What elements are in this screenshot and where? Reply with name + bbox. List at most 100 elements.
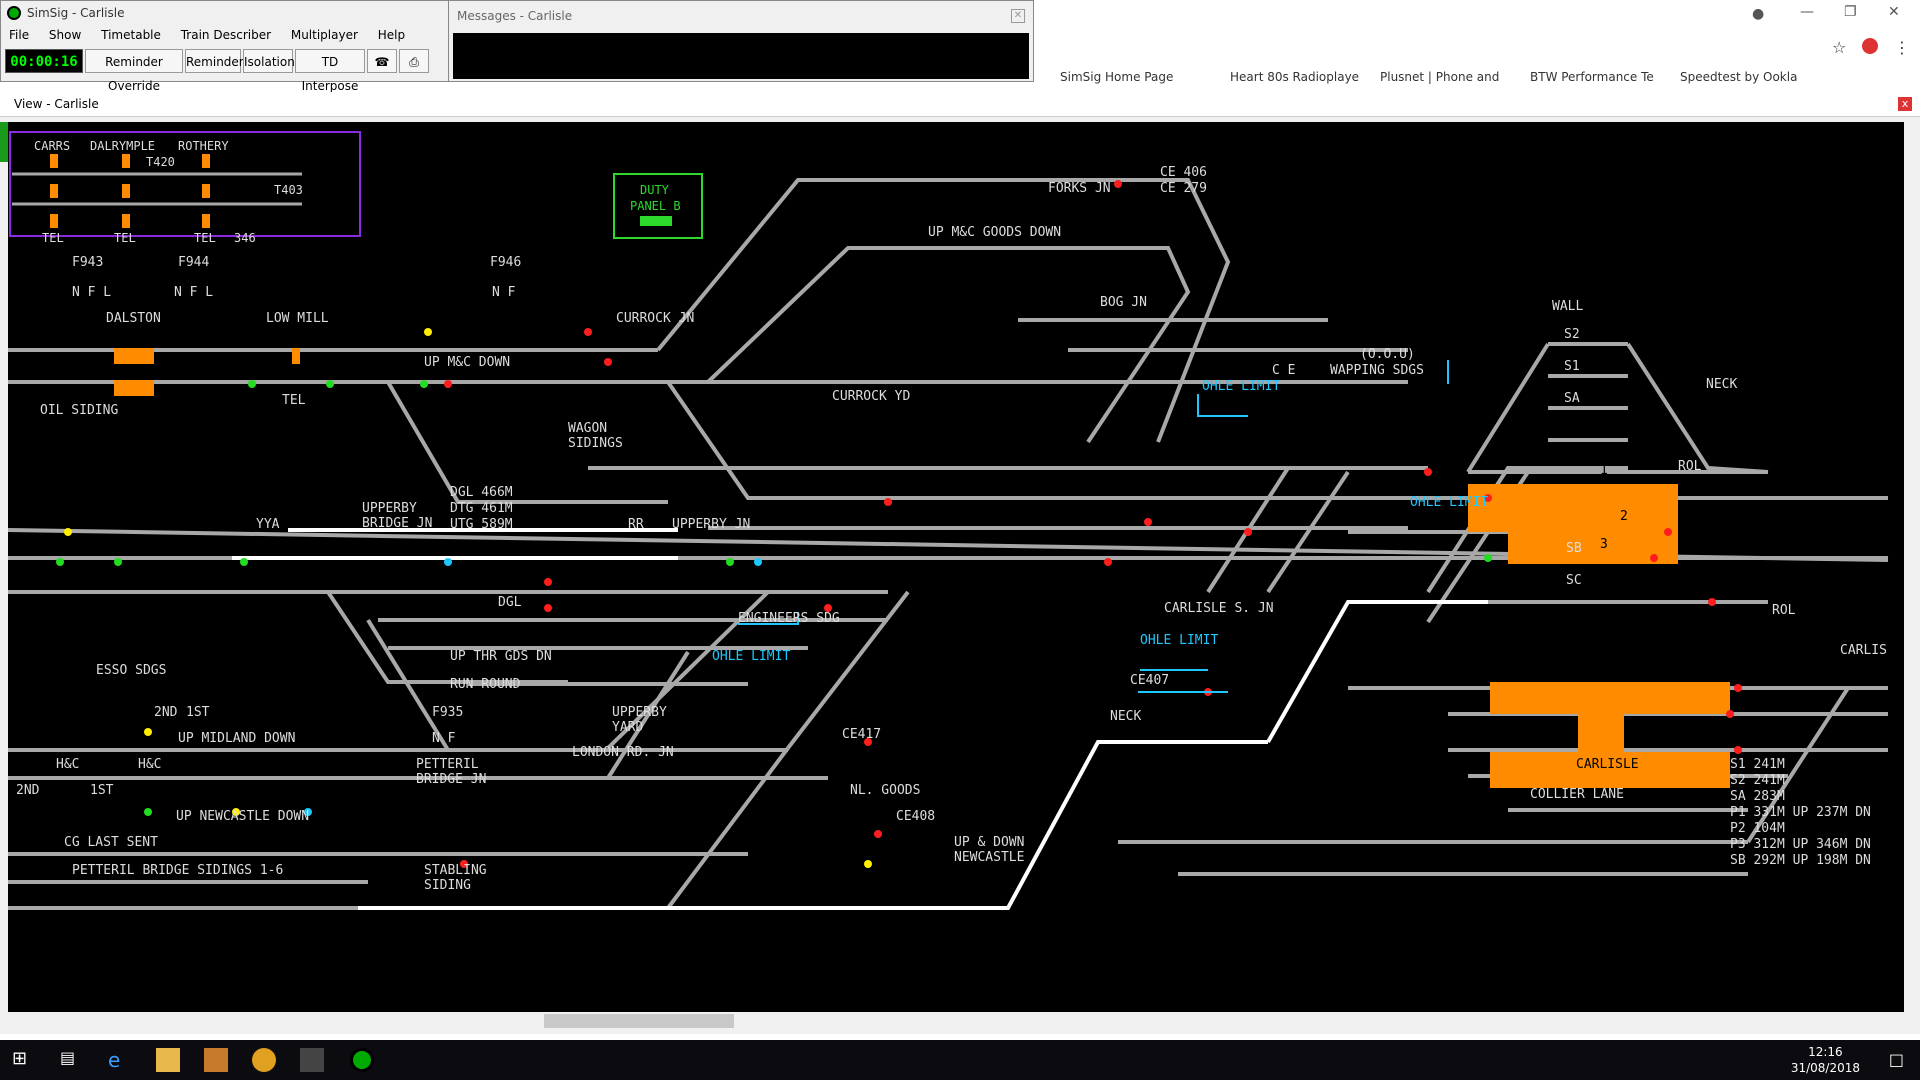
- label-hc-1: H&C: [56, 757, 79, 772]
- system-clock[interactable]: 12:16 31/08/2018: [1791, 1044, 1860, 1076]
- label-dtg461: DTG 461M: [450, 501, 513, 516]
- label-ce407: CE407: [1130, 673, 1169, 688]
- label-f944: F944: [178, 255, 209, 270]
- bookmark-btw[interactable]: BTW Performance Te: [1530, 70, 1654, 84]
- label-f943: F943: [72, 255, 103, 270]
- label-yya: YYA: [256, 517, 280, 532]
- bookmark-heart80s[interactable]: Heart 80s Radioplaye: [1230, 70, 1360, 84]
- horizontal-scroll-thumb[interactable]: [544, 1014, 734, 1028]
- label-up-midland-down: UP MIDLAND DOWN: [178, 731, 295, 746]
- label-ce417: CE417: [842, 727, 881, 742]
- menu-multiplayer[interactable]: Multiplayer: [290, 28, 358, 42]
- simsig-menubar: File Show Timetable Train Describer Mult…: [1, 25, 1031, 45]
- horizontal-scrollbar[interactable]: [8, 1012, 1904, 1030]
- label-plat1: 1: [1600, 463, 1608, 478]
- view-left-marker: [0, 122, 8, 162]
- printer-icon[interactable]: ⎙: [399, 49, 429, 73]
- extension-icon[interactable]: [1862, 38, 1878, 54]
- reminder-button[interactable]: Reminder: [185, 49, 244, 73]
- label-plat7: 7: [1674, 661, 1682, 676]
- store-icon[interactable]: [300, 1048, 324, 1072]
- label-nf-2: N F: [432, 731, 456, 746]
- file-explorer-icon[interactable]: [156, 1048, 180, 1072]
- windows-start-icon[interactable]: ⊞: [12, 1048, 28, 1069]
- label-forks-jn: FORKS JN: [1048, 181, 1111, 196]
- label-rr: RR: [628, 517, 644, 532]
- label-s1: S1: [1564, 359, 1580, 374]
- sim-clock: 00:00:16: [5, 49, 83, 73]
- platforms: [114, 348, 1730, 788]
- inset-levers: [50, 154, 210, 228]
- duty-panel-line1: DUTY: [640, 183, 670, 197]
- td-interpose-button[interactable]: TD Interpose: [295, 49, 365, 93]
- label-carlisle: CARLISLE: [1576, 757, 1639, 772]
- label-wapping-sdgs: WAPPING SDGS: [1330, 363, 1424, 378]
- label-currock-yd: CURROCK YD: [832, 389, 910, 404]
- menu-help[interactable]: Help: [377, 28, 406, 42]
- label-length-sb: SB 292M UP 198M DN: [1730, 853, 1871, 868]
- label-plat6: 6: [1532, 733, 1540, 748]
- label-ce408: CE408: [896, 809, 935, 824]
- account-icon[interactable]: ●: [1752, 6, 1765, 22]
- view-close-icon[interactable]: x: [1898, 97, 1912, 111]
- label-neck: NECK: [1706, 377, 1737, 392]
- label-plat3: 3: [1600, 537, 1608, 552]
- ohle-markers: [738, 360, 1449, 693]
- maximize-icon[interactable]: ❐: [1844, 4, 1857, 20]
- star-icon[interactable]: ☆: [1832, 38, 1847, 57]
- task-view-icon[interactable]: ▤: [60, 1048, 76, 1067]
- taskbar: ⊞ ▤ e 12:16 31/08/2018 □: [0, 1040, 1920, 1080]
- menu-file[interactable]: File: [9, 28, 30, 42]
- tray-date: 31/08/2018: [1790, 1061, 1860, 1075]
- inset-box: [9, 131, 361, 237]
- label-esso-sdgs: ESSO SDGS: [96, 663, 166, 678]
- chrome-icon[interactable]: [252, 1048, 276, 1072]
- label-nfl-2: N F L: [174, 285, 213, 300]
- duty-panel-box[interactable]: [613, 173, 703, 239]
- label-plat8: 8: [1674, 733, 1682, 748]
- view-title: View - Carlisle: [14, 97, 99, 111]
- telephone-icon[interactable]: ☎: [367, 49, 397, 73]
- view-window: View - Carlisle x CARRS DALRYMPLE ROTHER…: [0, 92, 1920, 1034]
- messages-close-icon[interactable]: ✕: [1011, 9, 1025, 23]
- vertical-scrollbar[interactable]: [1904, 122, 1920, 1018]
- bookmark-plusnet[interactable]: Plusnet | Phone and: [1380, 70, 1500, 84]
- label-carlis: CARLIS: [1840, 643, 1887, 658]
- label-london-rd-jn: LONDON RD. JN: [572, 745, 674, 760]
- bookmark-speedtest[interactable]: Speedtest by Ookla: [1680, 70, 1798, 84]
- label-2nd-1: 2ND: [154, 705, 178, 720]
- signals[interactable]: [56, 180, 1742, 868]
- signalling-panel[interactable]: CARRS DALRYMPLE ROTHERY T420 T403 TEL TE…: [8, 122, 1904, 1018]
- label-plat4: 4: [1600, 643, 1608, 658]
- set-routes: [232, 528, 1488, 910]
- label-length-s2: S2 241M: [1730, 773, 1785, 788]
- label-dalrymple: DALRYMPLE: [90, 139, 155, 153]
- label-length-p1: P1 331M UP 237M DN: [1730, 805, 1871, 820]
- notifications-icon[interactable]: □: [1888, 1050, 1904, 1069]
- label-ohle-limit-1: OHLE LIMIT: [1202, 379, 1280, 394]
- menu-icon[interactable]: ⋮: [1894, 38, 1910, 57]
- messages-list[interactable]: [453, 33, 1029, 79]
- label-length-p2: P2 104M: [1730, 821, 1785, 836]
- reminder-override-button[interactable]: Reminder Override: [85, 49, 183, 93]
- menu-train-describer[interactable]: Train Describer: [180, 28, 272, 42]
- duty-panel-line2: PANEL B: [630, 199, 681, 213]
- label-cg-last-sent: CG LAST SENT: [64, 835, 158, 850]
- media-player-icon[interactable]: [204, 1048, 228, 1072]
- label-tel-2: TEL: [114, 231, 136, 245]
- isolation-button[interactable]: Isolation: [243, 49, 295, 73]
- menu-show[interactable]: Show: [48, 28, 82, 42]
- simsig-taskbar-icon[interactable]: [350, 1048, 374, 1072]
- label-run-round: RUN ROUND: [450, 677, 521, 692]
- minimize-icon[interactable]: —: [1800, 4, 1814, 20]
- track-diagram[interactable]: CARRS DALRYMPLE ROTHERY T420 T403 TEL TE…: [8, 122, 1904, 1018]
- menu-timetable[interactable]: Timetable: [101, 28, 161, 42]
- label-carlisle-s-jn: CARLISLE S. JN: [1164, 601, 1274, 616]
- edge-icon[interactable]: e: [108, 1048, 121, 1072]
- label-oil-siding: OIL SIDING: [40, 403, 118, 418]
- close-icon[interactable]: ✕: [1888, 4, 1900, 20]
- label-t403: T403: [274, 183, 303, 197]
- bookmark-simsig[interactable]: SimSig Home Page: [1060, 70, 1174, 84]
